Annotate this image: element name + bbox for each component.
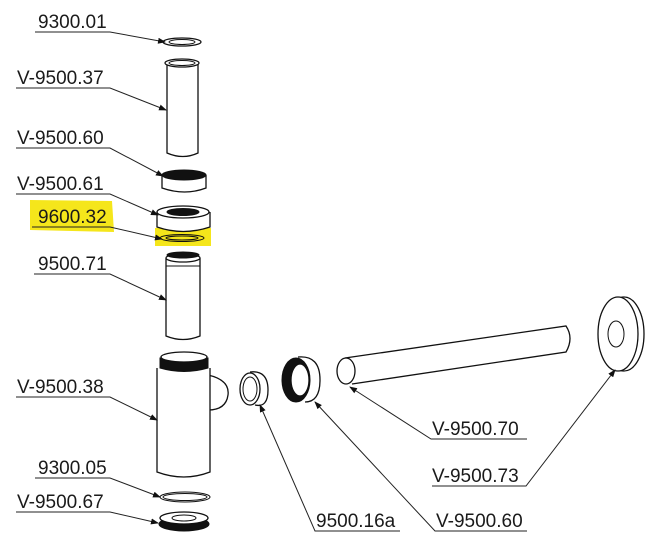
label-9300-01: 9300.01 bbox=[38, 12, 107, 33]
part-v-9500-38 bbox=[156, 351, 229, 478]
part-v-9500-61 bbox=[156, 205, 211, 233]
part-v-9500-60-side bbox=[281, 356, 321, 403]
part-9500-16a bbox=[239, 371, 269, 407]
label-9500-71: 9500.71 bbox=[38, 254, 107, 275]
part-v-9500-60-top bbox=[161, 169, 207, 193]
highlight-label bbox=[30, 200, 114, 232]
label-v-9500-37: V-9500.37 bbox=[17, 68, 104, 89]
label-v-9500-73: V-9500.73 bbox=[432, 466, 519, 487]
leader-lines bbox=[16, 31, 616, 532]
part-v-9500-73 bbox=[597, 296, 645, 372]
part-9300-05 bbox=[159, 491, 211, 503]
label-v-9500-61: V-9500.61 bbox=[17, 174, 104, 195]
part-9300-01 bbox=[162, 37, 202, 47]
label-9600-32: 9600.32 bbox=[38, 207, 107, 228]
label-9500-16a: 9500.16a bbox=[316, 511, 396, 532]
part-v-9500-37 bbox=[164, 58, 200, 158]
label-v-9500-60-top: V-9500.60 bbox=[17, 128, 104, 149]
highlight-part bbox=[155, 228, 211, 246]
label-v-9500-38: V-9500.38 bbox=[17, 377, 104, 398]
label-9300-05: 9300.05 bbox=[38, 458, 107, 479]
part-v-9500-70 bbox=[336, 325, 571, 385]
part-9500-71 bbox=[165, 251, 201, 341]
label-v-9500-60-side: V-9500.60 bbox=[436, 511, 523, 532]
label-v-9500-67: V-9500.67 bbox=[17, 492, 104, 513]
label-v-9500-70: V-9500.70 bbox=[432, 419, 519, 440]
part-v-9500-67 bbox=[158, 511, 210, 532]
